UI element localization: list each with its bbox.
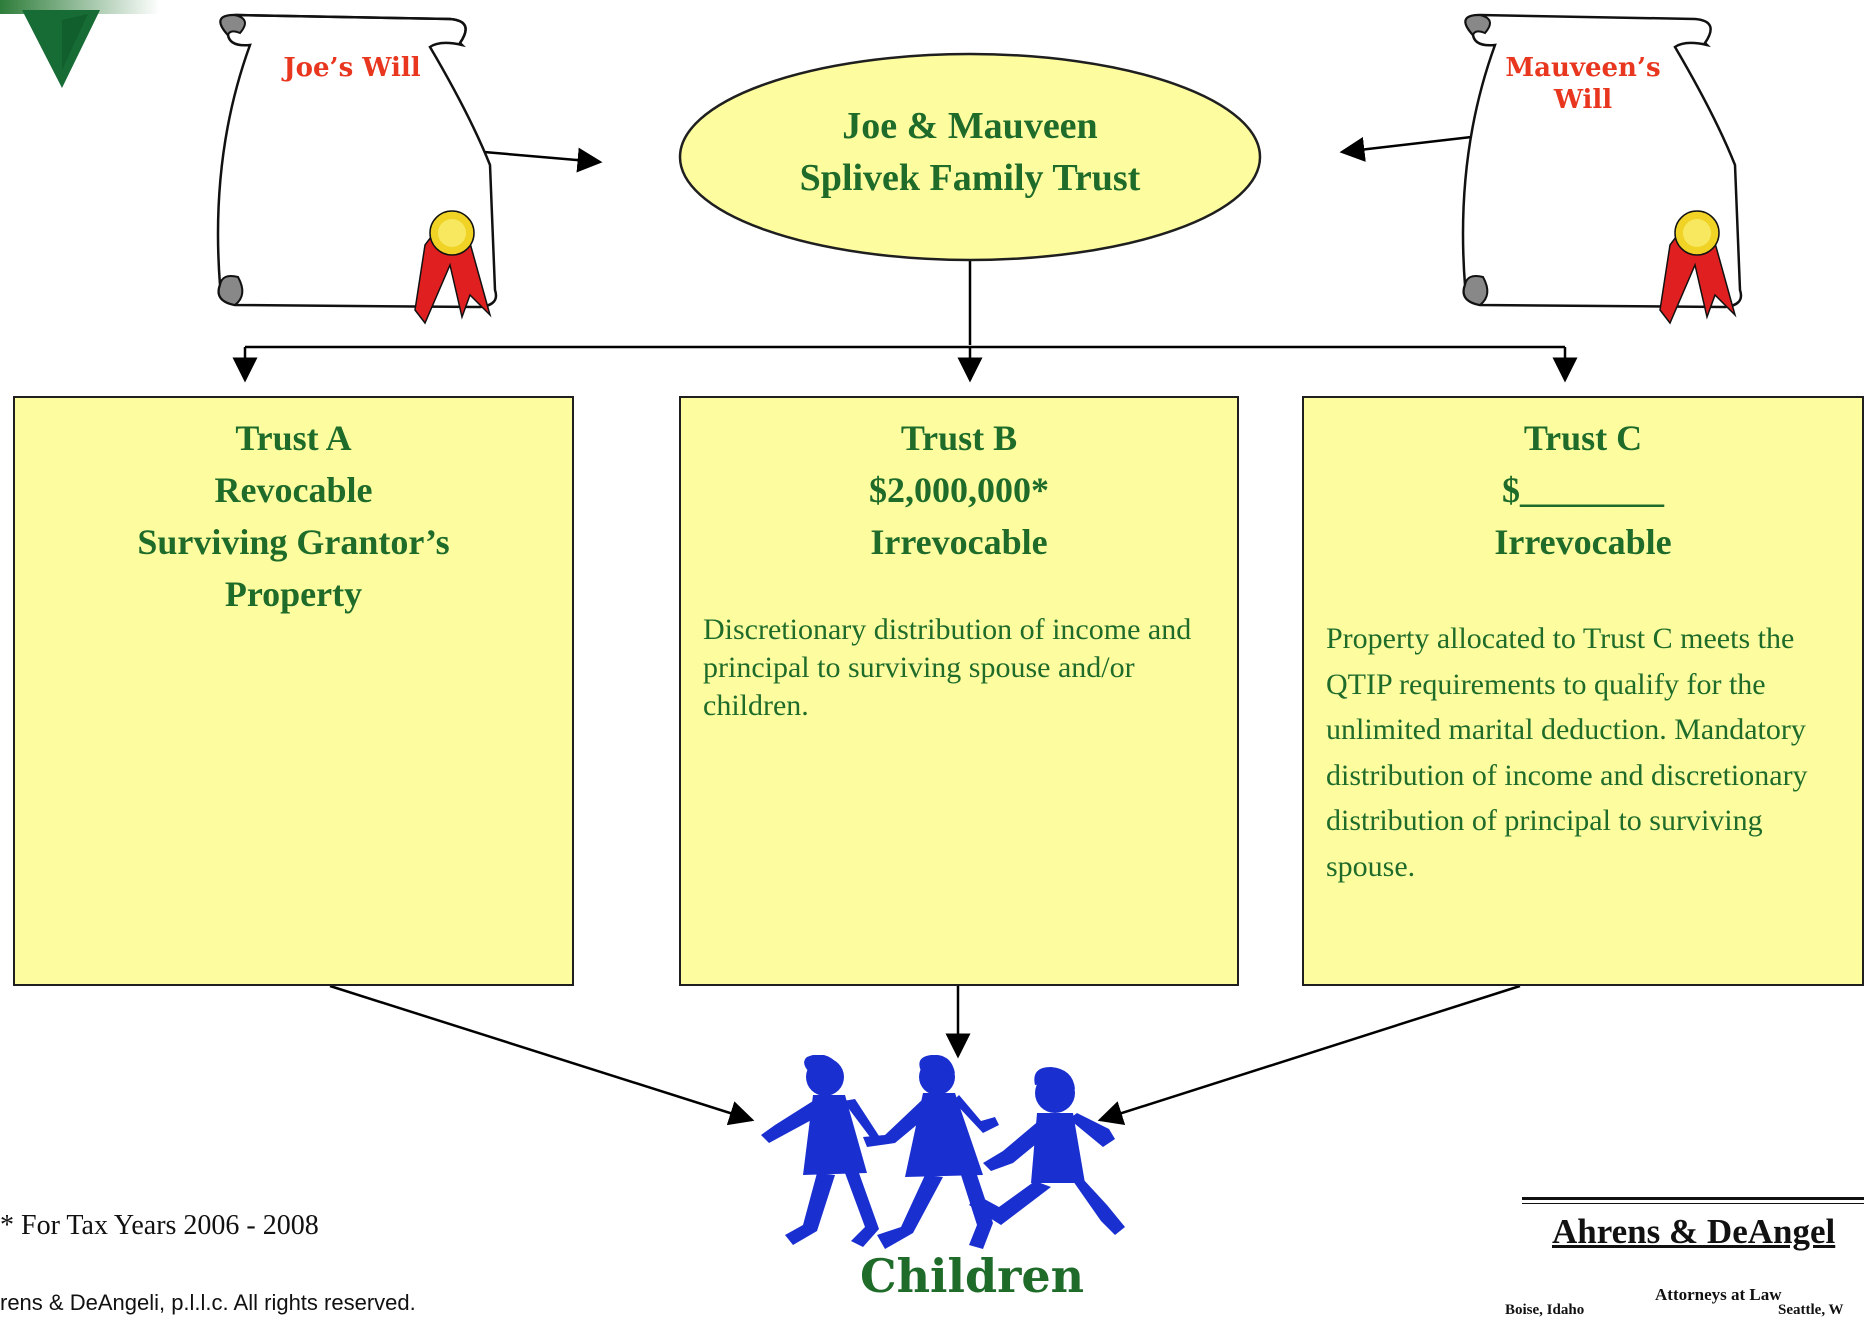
- trust-b-heading: Trust B $2,000,000* Irrevocable: [681, 398, 1237, 568]
- family-trust-line2: Splivek Family Trust: [799, 157, 1141, 199]
- trust-c-line: Trust C: [1523, 418, 1643, 458]
- trust-a-heading: Trust A Revocable Surviving Grantor’s Pr…: [15, 398, 572, 620]
- family-trust-ellipse: [678, 52, 1262, 262]
- copyright-notice: rens & DeAngeli, p.l.l.c. All rights res…: [0, 1290, 416, 1315]
- right-will-ribbon-icon: [1659, 210, 1737, 325]
- firm-divider-thin: [1522, 1203, 1864, 1204]
- left-will-ribbon-icon: [414, 210, 492, 325]
- trust-a-box: Trust A Revocable Surviving Grantor’s Pr…: [13, 396, 574, 986]
- trust-c-box: Trust C $________ Irrevocable Property a…: [1302, 396, 1864, 986]
- right-will-scroll-icon: [1461, 13, 1743, 325]
- trust-c-heading: Trust C $________ Irrevocable: [1304, 398, 1862, 568]
- family-trust-line1: Joe & Mauveen: [842, 105, 1098, 147]
- children-silhouette-icon: [761, 1055, 1125, 1249]
- trust-b-line: $2,000,000*: [869, 470, 1049, 510]
- left-will-scroll-icon: [216, 13, 498, 325]
- trust-c-line: $________: [1502, 470, 1664, 510]
- trust-b-description: Discretionary distribution of income and…: [703, 613, 1192, 722]
- tax-years-footnote: * For Tax Years 2006 - 2008: [0, 1210, 319, 1241]
- trust-a-line: Property: [224, 574, 363, 614]
- firm-subtitle: Attorneys at Law: [1655, 1285, 1782, 1304]
- family-trust-title: Joe & Mauveen Splivek Family Trust: [715, 100, 1225, 204]
- left-will-label: Joe’s Will: [283, 53, 421, 83]
- trust-c-description: Property allocated to Trust C meets the …: [1326, 622, 1808, 883]
- trust-b-box: Trust B $2,000,000* Irrevocable Discreti…: [679, 396, 1239, 986]
- firm-left-city: Boise, Idaho: [1505, 1302, 1585, 1318]
- firm-right-city: Seattle, W: [1778, 1302, 1844, 1318]
- trust-a-line: Surviving Grantor’s: [137, 522, 450, 562]
- children-label: Children: [860, 1249, 1085, 1303]
- trust-a-line: Trust A: [235, 418, 352, 458]
- trust-b-line: Trust B: [900, 418, 1018, 458]
- trust-b-line: Irrevocable: [870, 522, 1048, 562]
- trust-c-line: Irrevocable: [1494, 522, 1672, 562]
- firm-name: Ahrens & DeAngel: [1552, 1212, 1836, 1251]
- firm-divider: [1522, 1197, 1864, 1200]
- trust-a-line: Revocable: [214, 470, 373, 510]
- logo-triangle-icon: [0, 0, 160, 88]
- right-will-label: Mauveen’s Will: [1505, 53, 1661, 115]
